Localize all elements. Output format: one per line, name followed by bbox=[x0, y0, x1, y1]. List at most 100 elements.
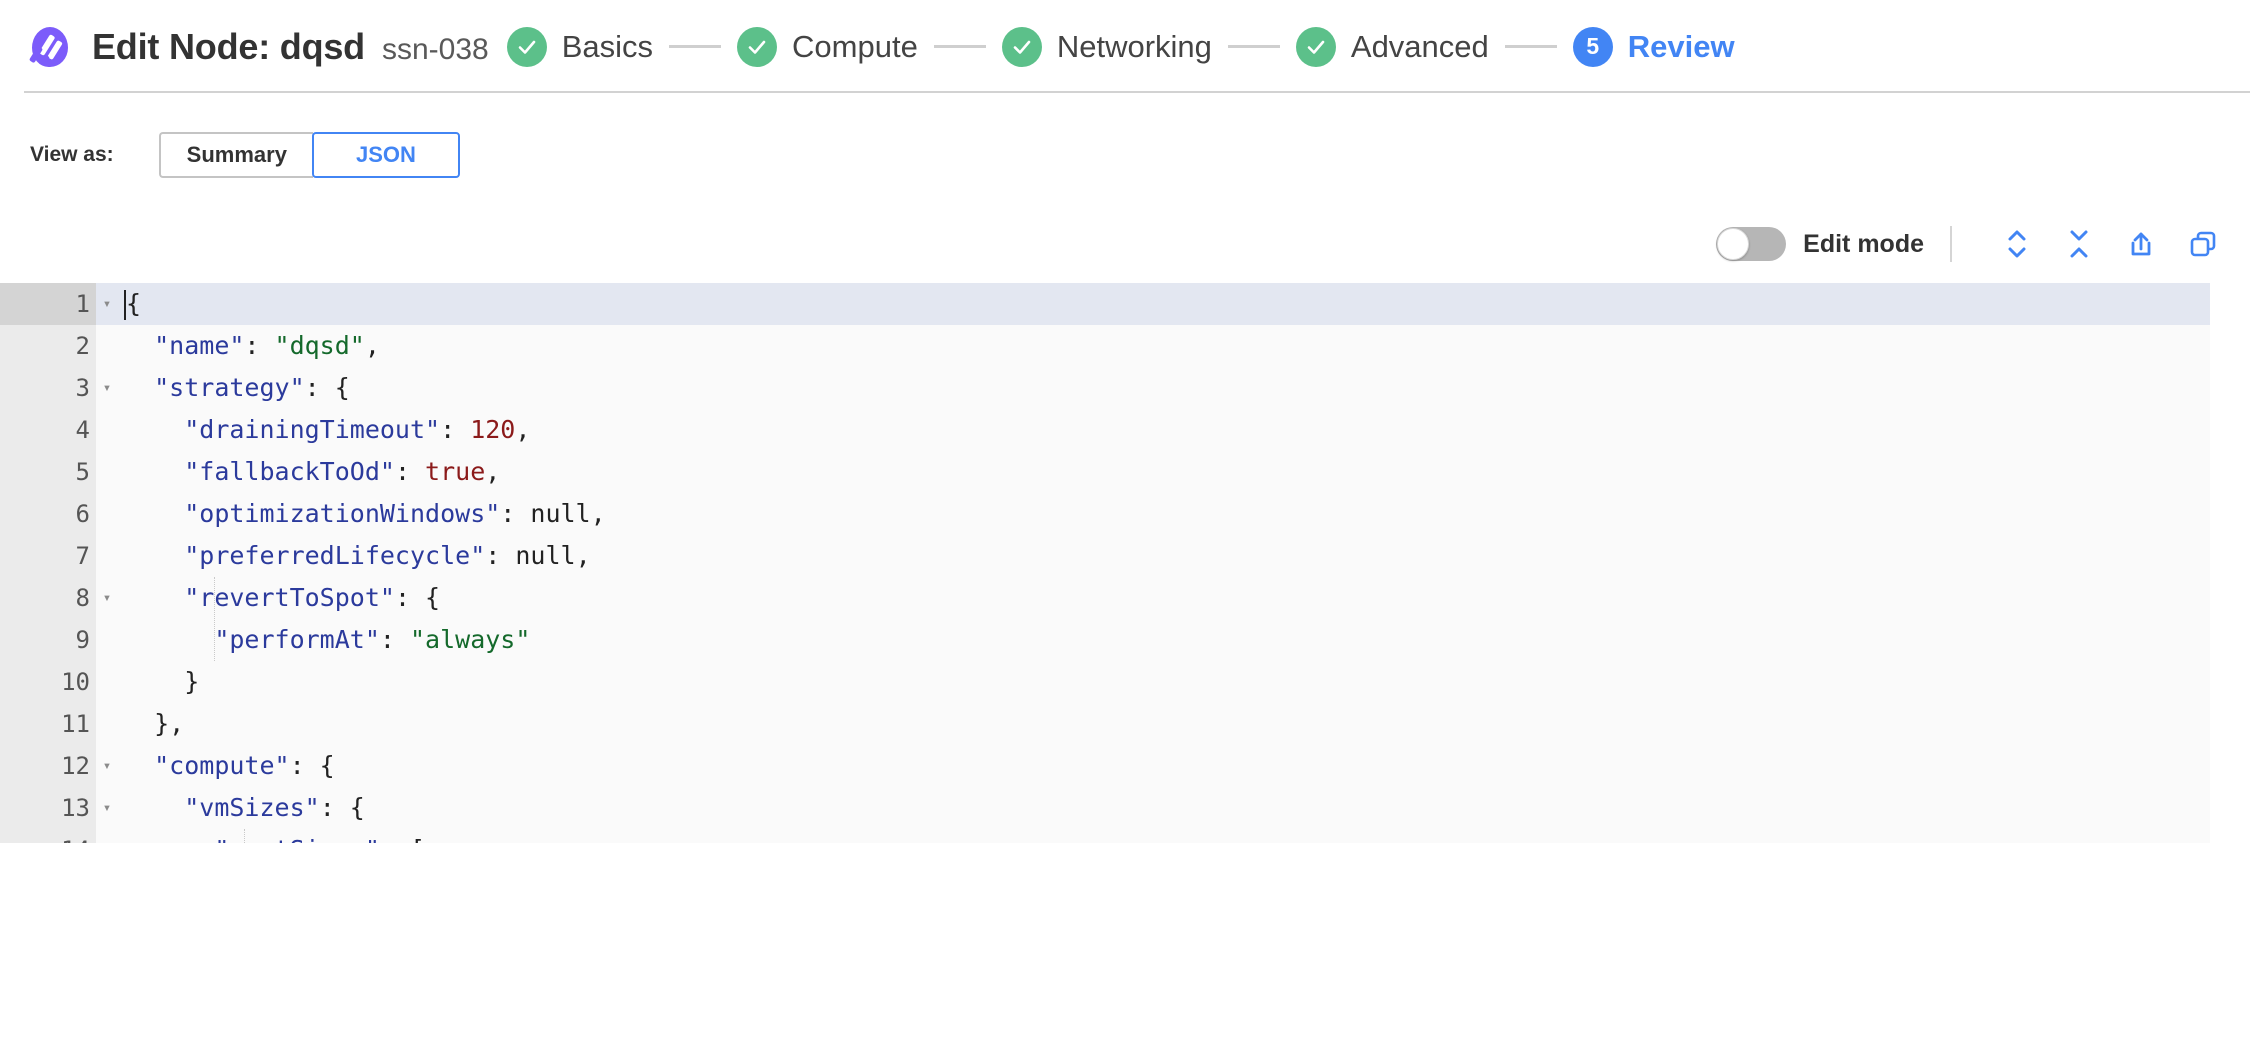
line-number-gutter: 4 bbox=[0, 409, 96, 451]
view-as-json-button[interactable]: JSON bbox=[311, 132, 460, 178]
fold-spacer bbox=[96, 619, 118, 661]
json-token-punct: : { bbox=[319, 793, 365, 822]
code-text: "performAt": "always" bbox=[118, 619, 2210, 661]
step-advanced-label: Advanced bbox=[1350, 28, 1489, 64]
fold-spacer bbox=[96, 535, 118, 577]
code-text: "drainingTimeout": 120, bbox=[118, 409, 2210, 451]
line-number-gutter: 13 bbox=[0, 787, 96, 829]
line-number: 7 bbox=[75, 542, 90, 570]
line-number-gutter: 10 bbox=[0, 661, 96, 703]
line-number: 9 bbox=[75, 626, 90, 654]
line-number: 12 bbox=[61, 752, 90, 780]
line-number: 10 bbox=[61, 668, 90, 696]
fold-toggle-icon[interactable]: ▾ bbox=[102, 380, 112, 396]
json-token-punct: : bbox=[379, 625, 410, 654]
check-icon bbox=[1307, 40, 1325, 54]
json-token-null: null bbox=[530, 499, 591, 528]
code-text: "name": "dqsd", bbox=[118, 325, 2210, 367]
step-networking-bullet bbox=[1001, 26, 1042, 67]
code-line[interactable]: 11 }, bbox=[0, 703, 2210, 745]
code-line[interactable]: 12 ▾ "compute": { bbox=[0, 745, 2210, 787]
code-line[interactable]: 6 "optimizationWindows": null, bbox=[0, 493, 2210, 535]
step-compute[interactable]: Compute bbox=[737, 26, 918, 67]
step-connector bbox=[933, 45, 986, 48]
line-number-gutter: 2 bbox=[0, 325, 96, 367]
code-line[interactable]: 1 ▾ { bbox=[0, 283, 2210, 325]
step-connector bbox=[669, 45, 722, 48]
json-editor[interactable]: 1▾{2 "name": "dqsd",3▾ "strategy": {4 "d… bbox=[0, 283, 2210, 843]
line-number: 3 bbox=[75, 374, 90, 402]
step-networking[interactable]: Networking bbox=[1001, 26, 1212, 67]
code-text: { bbox=[118, 283, 2210, 325]
indent-guide bbox=[244, 829, 246, 843]
fold-toggle-icon[interactable]: ▾ bbox=[102, 590, 112, 606]
fold-toggle-icon[interactable]: ▾ bbox=[102, 758, 112, 774]
line-number: 1 bbox=[75, 290, 90, 318]
view-as-row: View as: Summary JSON bbox=[0, 131, 2250, 179]
json-token-punct: , bbox=[590, 499, 606, 528]
line-number: 2 bbox=[75, 332, 90, 360]
code-line[interactable]: 5 "fallbackToOd": true, bbox=[0, 451, 2210, 493]
code-text: }, bbox=[118, 703, 2210, 745]
code-line[interactable]: 2 "name": "dqsd", bbox=[0, 325, 2210, 367]
code-text: "revertToSpot": { bbox=[118, 577, 2210, 619]
fold-toggle-icon[interactable]: ▾ bbox=[96, 829, 118, 843]
fold-spacer bbox=[96, 703, 118, 745]
fold-toggle-icon[interactable]: ▾ bbox=[102, 800, 112, 816]
json-token-key: "drainingTimeout" bbox=[184, 415, 441, 444]
line-number: 13 bbox=[61, 794, 90, 822]
step-basics[interactable]: Basics bbox=[506, 26, 653, 67]
json-token-punct: , bbox=[515, 415, 531, 444]
code-text: "compute": { bbox=[118, 745, 2210, 787]
line-number-gutter: 9 bbox=[0, 619, 96, 661]
edit-mode-toggle[interactable] bbox=[1716, 227, 1787, 261]
line-number: 8 bbox=[75, 584, 90, 612]
json-token-punct: , bbox=[364, 331, 380, 360]
copy-icon[interactable] bbox=[2180, 221, 2226, 267]
json-token-bool: true bbox=[425, 457, 486, 486]
code-line[interactable]: 9 "performAt": "always" bbox=[0, 619, 2210, 661]
json-token-punct: , bbox=[575, 541, 591, 570]
edit-mode-label: Edit mode bbox=[1803, 229, 1924, 258]
code-text: "spotSizes": [ bbox=[118, 829, 2210, 843]
page-header: Edit Node: dqsd ssn-038 Basics Compute bbox=[0, 0, 2250, 93]
code-line[interactable]: 14 ▾ "spotSizes": [ bbox=[0, 829, 2210, 843]
code-line[interactable]: 8 ▾ "revertToSpot": { bbox=[0, 577, 2210, 619]
step-review[interactable]: 5 Review bbox=[1572, 26, 1735, 67]
line-number: 14 bbox=[61, 829, 90, 843]
code-line[interactable]: 13 ▾ "vmSizes": { bbox=[0, 787, 2210, 829]
code-line[interactable]: 7 "preferredLifecycle": null, bbox=[0, 535, 2210, 577]
view-as-summary-button[interactable]: Summary bbox=[158, 132, 313, 178]
line-number: 6 bbox=[75, 500, 90, 528]
title-group: Edit Node: dqsd ssn-038 bbox=[92, 26, 489, 68]
json-token-punct: : [ bbox=[380, 829, 425, 843]
code-line[interactable]: 4 "drainingTimeout": 120, bbox=[0, 409, 2210, 451]
json-token-punct: }, bbox=[154, 709, 185, 738]
line-number-gutter: 6 bbox=[0, 493, 96, 535]
code-text: "vmSizes": { bbox=[118, 787, 2210, 829]
wizard-stepper: Basics Compute Networking bbox=[506, 26, 2250, 67]
view-as-label: View as: bbox=[30, 143, 114, 166]
json-token-punct: : bbox=[244, 331, 275, 360]
step-advanced[interactable]: Advanced bbox=[1295, 26, 1489, 67]
line-number: 5 bbox=[75, 458, 90, 486]
page-title: Edit Node: dqsd bbox=[92, 25, 365, 67]
line-number-gutter: 7 bbox=[0, 535, 96, 577]
code-line[interactable]: 10 } bbox=[0, 661, 2210, 703]
expand-all-icon[interactable] bbox=[1994, 221, 2040, 267]
json-token-key: "preferredLifecycle" bbox=[184, 541, 486, 570]
json-token-key: "optimizationWindows" bbox=[184, 499, 501, 528]
json-token-null: null bbox=[515, 541, 576, 570]
collapse-all-icon[interactable] bbox=[2056, 221, 2102, 267]
json-token-punct: : { bbox=[394, 583, 441, 612]
edit-mode-toggle-knob bbox=[1717, 228, 1750, 260]
step-advanced-bullet bbox=[1295, 26, 1336, 67]
fold-toggle-icon[interactable]: ▾ bbox=[102, 296, 112, 312]
header-divider bbox=[24, 91, 2250, 93]
code-line[interactable]: 3▾ "strategy": { bbox=[0, 367, 2210, 409]
code-text: "optimizationWindows": null, bbox=[118, 493, 2210, 535]
export-icon[interactable] bbox=[2118, 221, 2164, 267]
line-number-gutter: 11 bbox=[0, 703, 96, 745]
check-icon bbox=[518, 40, 536, 54]
line-number-gutter: 14 bbox=[0, 829, 96, 843]
